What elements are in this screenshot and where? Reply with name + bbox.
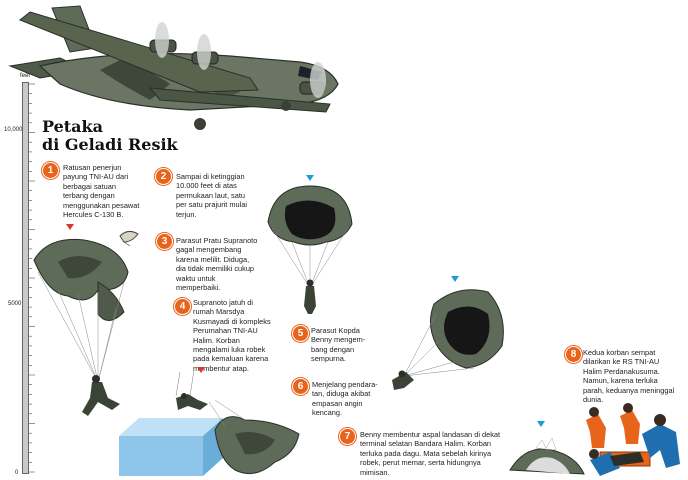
blue-marker-2 bbox=[451, 276, 459, 282]
step-text-5: Parasut Kopda Benny mengem-bang dengan s… bbox=[311, 326, 366, 364]
hercules-aircraft-illustration bbox=[8, 5, 339, 130]
falling-jumper-illustration bbox=[175, 370, 208, 410]
step-text-1: Ratusan penerjun payung TNI-AU dari berb… bbox=[63, 163, 140, 220]
ruler-label-10000: 10,000 bbox=[4, 127, 23, 133]
rescue-scene-illustration bbox=[586, 403, 680, 476]
step-text-3: Parasut Pratu Supranoto gagal mengembang… bbox=[176, 236, 258, 293]
windblown-parachute-illustration bbox=[392, 289, 504, 390]
page-title: Petaka di Geladi Resik bbox=[42, 118, 178, 154]
tangled-chute-on-roof bbox=[208, 400, 300, 475]
red-marker-2 bbox=[197, 367, 205, 373]
step-badge-2: 2 bbox=[155, 168, 172, 185]
red-marker-1 bbox=[66, 224, 74, 230]
step-badge-8: 8 bbox=[565, 346, 582, 363]
ruler-unit-label: feet bbox=[20, 73, 31, 79]
step-text-6: Menjelang pendara-tan, diduga akibat emp… bbox=[312, 380, 378, 418]
ruler-label-0: 0 bbox=[15, 470, 19, 476]
step-badge-6: 6 bbox=[292, 378, 309, 395]
step-text-2: Sampai di ketinggian 10.000 feet di atas… bbox=[176, 172, 248, 219]
small-chute-icon bbox=[119, 230, 139, 246]
step-badge-4: 4 bbox=[174, 298, 191, 315]
step-badge-7: 7 bbox=[339, 428, 356, 445]
house-illustration bbox=[119, 418, 223, 476]
step-badge-3: 3 bbox=[156, 233, 173, 250]
blue-marker-1 bbox=[306, 175, 314, 181]
open-parachute-illustration bbox=[267, 185, 353, 314]
step-badge-5: 5 bbox=[292, 325, 309, 342]
step-text-8: Kedua korban sempat dilarikan ke RS TNI-… bbox=[583, 348, 675, 405]
ruler-label-5000: 5000 bbox=[8, 301, 22, 307]
title-line-2: di Geladi Resik bbox=[42, 135, 178, 154]
ruler-ticks bbox=[29, 83, 35, 473]
step-text-4: Supranoto jatuh di rumah Marsdya Kusmaya… bbox=[193, 298, 271, 373]
title-line-1: Petaka bbox=[42, 117, 103, 136]
step-badge-1: 1 bbox=[42, 162, 59, 179]
tangled-parachute-illustration bbox=[33, 238, 129, 416]
step-text-7: Benny membentur aspal landasan di dekat … bbox=[360, 430, 501, 477]
blue-marker-3 bbox=[537, 421, 545, 427]
altitude-ruler bbox=[22, 82, 29, 474]
crash-landing-illustration bbox=[509, 437, 585, 475]
